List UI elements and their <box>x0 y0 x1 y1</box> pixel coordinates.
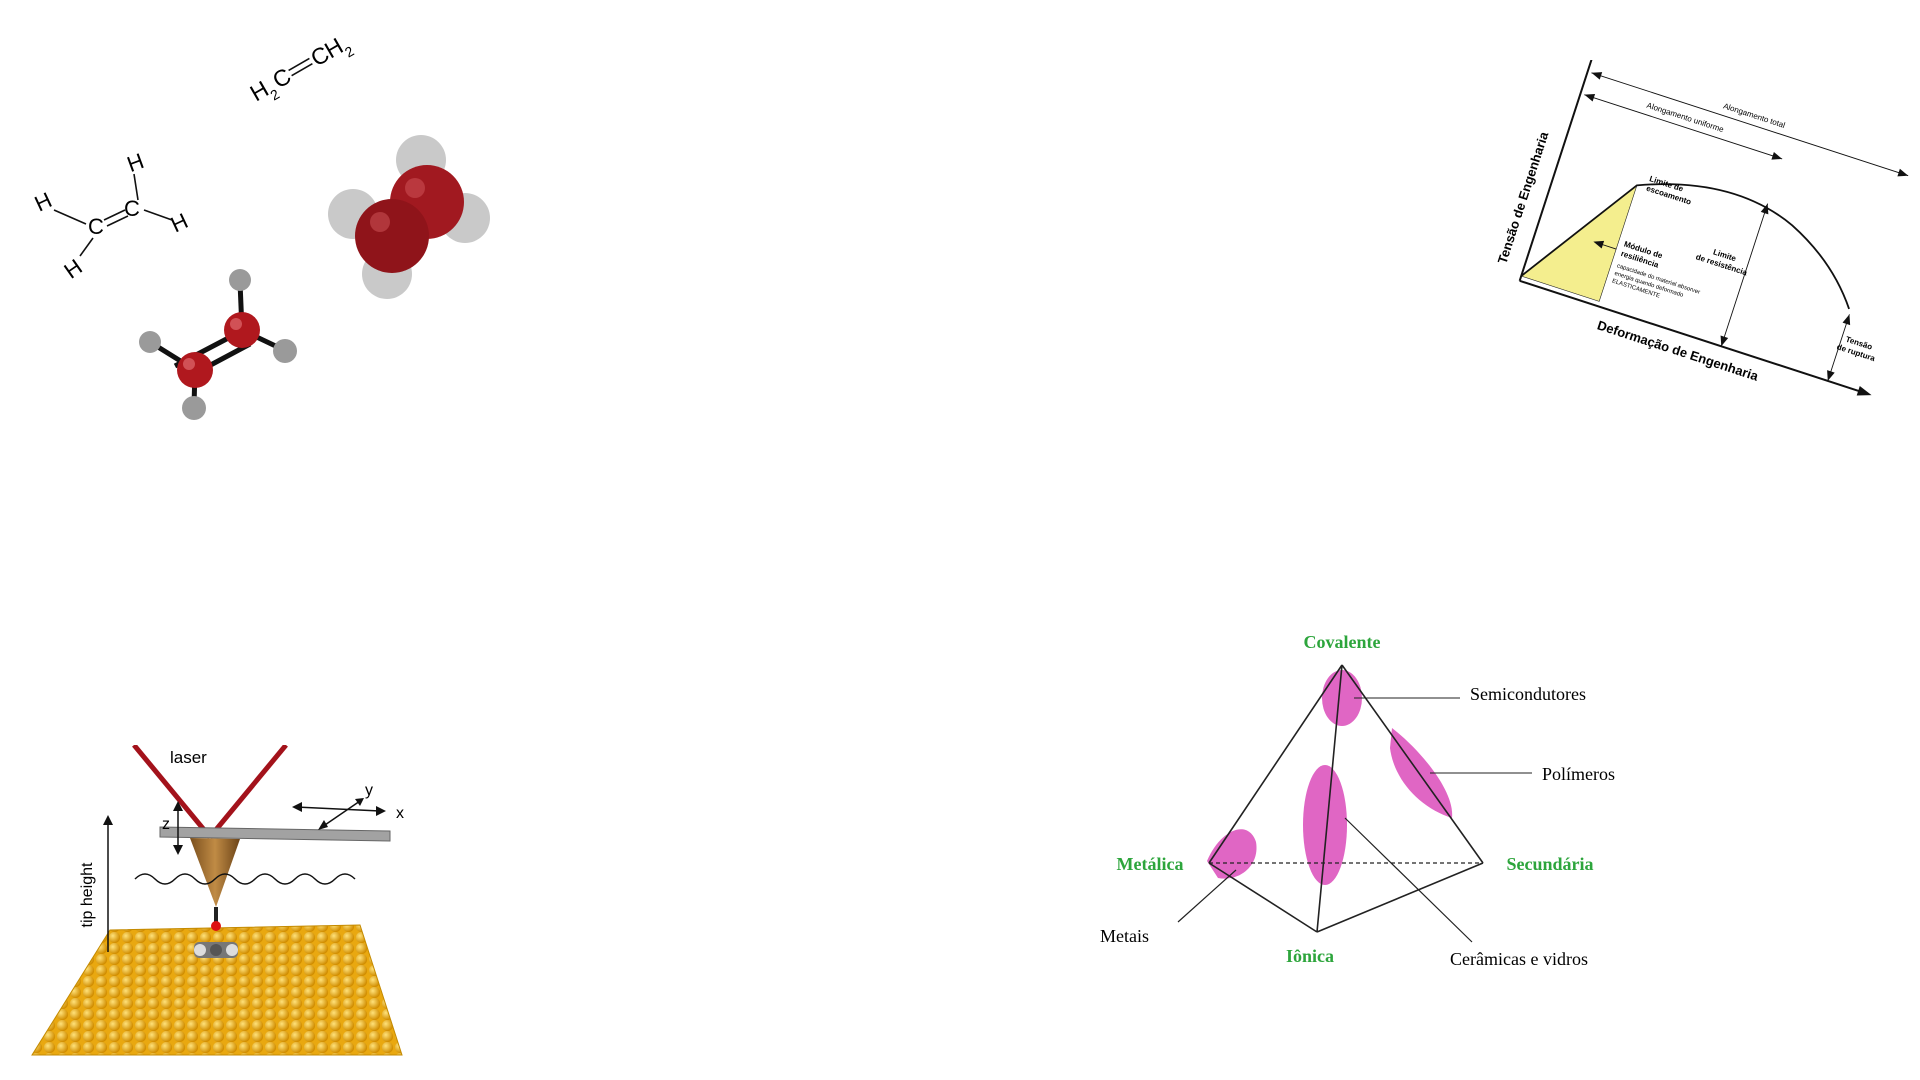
cantilever <box>159 826 391 842</box>
condensed-formula: H 2 C C H 2 <box>246 33 357 107</box>
polymer-region <box>1390 728 1453 818</box>
hydrogen-atom <box>182 396 206 420</box>
ceramic-region <box>1303 765 1347 885</box>
z-axis-label: z <box>162 816 170 833</box>
ethylene-panel: H 2 C C H 2 C C H H H H <box>20 20 500 440</box>
laser-beam <box>208 743 288 839</box>
bond-tetrahedron: Covalente Metálica Secundária Iônica Sem… <box>1100 632 1615 969</box>
stress-strain-curve <box>1520 183 1850 310</box>
carbon-atom <box>177 352 213 388</box>
ball-stick-model <box>139 269 297 420</box>
afm-panel: laser z x y tip height <box>30 743 420 1065</box>
struct-h-2: H <box>59 254 86 284</box>
hydrogen-atom <box>139 331 161 353</box>
y-axis-label: y <box>365 782 373 799</box>
struct-c-left: C <box>88 214 104 239</box>
hydrogen-atom <box>229 269 251 291</box>
y-axis <box>1518 47 1597 282</box>
adsorbed-molecule <box>194 942 238 958</box>
secondary-label: Secundária <box>1506 854 1593 874</box>
oscillation-wave <box>134 873 356 885</box>
semiconductor-region <box>1322 670 1362 726</box>
carbon-atom <box>224 312 260 348</box>
metallic-label: Metálica <box>1117 854 1184 874</box>
tip-height-label: tip height <box>79 862 96 927</box>
struct-h-4: H <box>167 208 192 237</box>
structural-formula: C C H H H H <box>31 148 192 283</box>
laser-label: laser <box>170 748 207 767</box>
y-axis-label: Tensão de Engenharia <box>1495 129 1552 265</box>
afm-tip <box>190 838 240 907</box>
covalent-label: Covalente <box>1304 632 1381 652</box>
semiconductors-label: Semicondutores <box>1470 684 1586 704</box>
hydrogen-atom <box>273 339 297 363</box>
struct-h-3: H <box>124 148 147 177</box>
gold-surface <box>32 925 402 1055</box>
metals-label: Metais <box>1100 926 1149 946</box>
stress-strain-diagram: Tensão de Engenharia Deformação de Engen… <box>1495 40 1909 396</box>
stress-strain-panel: Tensão de Engenharia Deformação de Engen… <box>1480 40 1920 440</box>
struct-h-1: H <box>31 187 56 216</box>
x-axis-label: x <box>396 805 404 822</box>
tetra-edge <box>1208 664 1343 864</box>
struct-c-right: C <box>124 196 140 221</box>
carbon-atom <box>355 199 429 273</box>
metal-region <box>1207 829 1257 879</box>
ceramics-label: Cerâmicas e vidros <box>1450 949 1588 969</box>
tetra-edge <box>1341 664 1484 864</box>
x-axis <box>1519 279 1865 394</box>
ionic-label: Iônica <box>1286 946 1334 966</box>
formula-sub-right: 2 <box>342 43 357 61</box>
tetra-edge <box>1316 862 1484 933</box>
bond-tetrahedron-panel: Covalente Metálica Secundária Iônica Sem… <box>1080 620 1660 980</box>
laser-beam <box>132 743 212 839</box>
uniform-elongation-label: Alongamento uniforme <box>1646 101 1726 135</box>
ethylene-illustrations: H 2 C C H 2 C C H H H H <box>31 33 490 420</box>
afm-illustration: laser z x y tip height <box>31 743 404 1056</box>
space-filling-model <box>328 135 490 299</box>
tip-molecule <box>211 921 221 931</box>
tetra-edge <box>1208 862 1318 933</box>
polymers-label: Polímeros <box>1542 764 1615 784</box>
tetra-edge <box>1316 664 1343 933</box>
